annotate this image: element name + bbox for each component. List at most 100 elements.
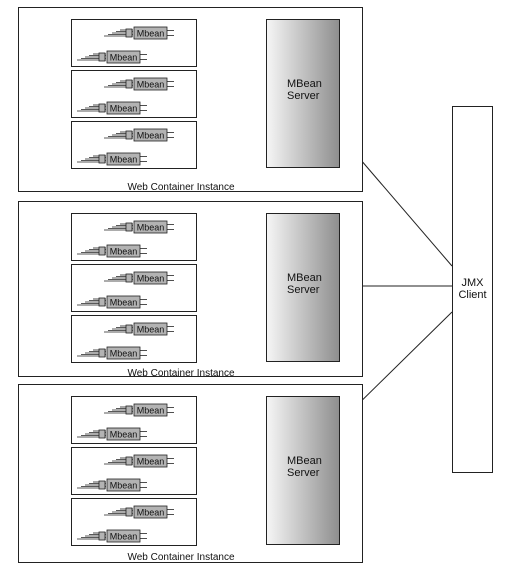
- mbean-box: [133, 271, 168, 285]
- plug-icon: [77, 531, 106, 541]
- mbean-box: [106, 529, 141, 543]
- mbean-box: [133, 220, 168, 234]
- mbean: Mbean: [104, 322, 174, 336]
- mbean-label: Mbean: [137, 80, 165, 90]
- plug-body: [98, 154, 106, 164]
- mbean-label: Mbean: [137, 457, 165, 467]
- mbean: Mbean: [104, 220, 174, 234]
- mbean-box: [133, 403, 168, 417]
- mbean-box: [106, 346, 141, 360]
- web-container-instance: Web Container InstanceMBeanServerMbeanMb…: [18, 384, 363, 563]
- plug-body: [98, 246, 106, 256]
- mbean: Mbean: [77, 427, 147, 441]
- mbean: Mbean: [104, 77, 174, 91]
- mbean-box: [106, 152, 141, 166]
- plug-icon: [77, 429, 106, 439]
- plug-icon: [104, 130, 133, 140]
- mbean-label: Mbean: [137, 29, 165, 39]
- plug-icon: [77, 103, 106, 113]
- jmx-client-box: [452, 106, 493, 473]
- mbean-box: [133, 505, 168, 519]
- mbean-server-box: [266, 213, 340, 362]
- mbean-server-label: MBean: [287, 272, 322, 284]
- mbean-label: Mbean: [137, 131, 165, 141]
- mbean-server-box: [266, 396, 340, 545]
- plug-body: [98, 103, 106, 113]
- mbean-box: [106, 427, 141, 441]
- mbean: Mbean: [77, 152, 147, 166]
- mbean-box: [106, 295, 141, 309]
- plug-body: [125, 130, 133, 140]
- plug-body: [125, 405, 133, 415]
- jmx-client-label: Client: [458, 289, 486, 301]
- mbean: Mbean: [104, 128, 174, 142]
- mbean-label: Mbean: [137, 508, 165, 518]
- mbean: Mbean: [104, 454, 174, 468]
- web-container-instance: Web Container InstanceMBeanServerMbeanMb…: [18, 7, 363, 193]
- mbean-box: [133, 322, 168, 336]
- mbean-label: Mbean: [110, 430, 138, 440]
- mbean-label: Mbean: [137, 325, 165, 335]
- mbean: Mbean: [77, 244, 147, 258]
- plug-body: [125, 28, 133, 38]
- plug-body: [125, 222, 133, 232]
- plug-icon: [77, 154, 106, 164]
- plug-icon: [77, 52, 106, 62]
- plug-body: [98, 348, 106, 358]
- plug-body: [125, 507, 133, 517]
- plug-icon: [77, 480, 106, 490]
- plug-body: [98, 52, 106, 62]
- mbean-box: [133, 26, 168, 40]
- mbean-label: Mbean: [110, 104, 138, 114]
- plug-body: [98, 480, 106, 490]
- mbean: Mbean: [77, 478, 147, 492]
- web-container-instance: Web Container InstanceMBeanServerMbeanMb…: [18, 201, 363, 379]
- mbean-label: Mbean: [110, 53, 138, 63]
- mbean-server-label: Server: [287, 90, 320, 102]
- plug-icon: [104, 79, 133, 89]
- mbean: Mbean: [77, 101, 147, 115]
- plug-icon: [104, 456, 133, 466]
- mbean-box: [106, 50, 141, 64]
- mbean-server-label: MBean: [287, 455, 322, 467]
- plug-body: [125, 456, 133, 466]
- mbean: Mbean: [77, 295, 147, 309]
- mbean-server-box: [266, 19, 340, 168]
- plug-icon: [104, 273, 133, 283]
- plug-body: [125, 324, 133, 334]
- mbean: Mbean: [77, 529, 147, 543]
- mbean-label: Mbean: [110, 349, 138, 359]
- plug-body: [125, 79, 133, 89]
- mbean-box: [133, 77, 168, 91]
- mbean-label: Mbean: [110, 298, 138, 308]
- jmx-client-label: JMX: [462, 277, 485, 289]
- mbean-box: [106, 478, 141, 492]
- mbean-label: Mbean: [110, 481, 138, 491]
- mbean: Mbean: [104, 505, 174, 519]
- mbean-label: Mbean: [110, 247, 138, 257]
- plug-body: [98, 531, 106, 541]
- mbean-label: Mbean: [137, 406, 165, 416]
- plug-icon: [104, 324, 133, 334]
- plug-icon: [104, 28, 133, 38]
- mbean-box: [106, 101, 141, 115]
- plug-icon: [104, 222, 133, 232]
- mbean: Mbean: [104, 403, 174, 417]
- mbean-label: Mbean: [110, 155, 138, 165]
- mbean: Mbean: [104, 271, 174, 285]
- mbean-box: [133, 128, 168, 142]
- mbean-server-label: MBean: [287, 78, 322, 90]
- mbean-label: Mbean: [110, 532, 138, 542]
- mbean-server-label: Server: [287, 284, 320, 296]
- plug-body: [98, 297, 106, 307]
